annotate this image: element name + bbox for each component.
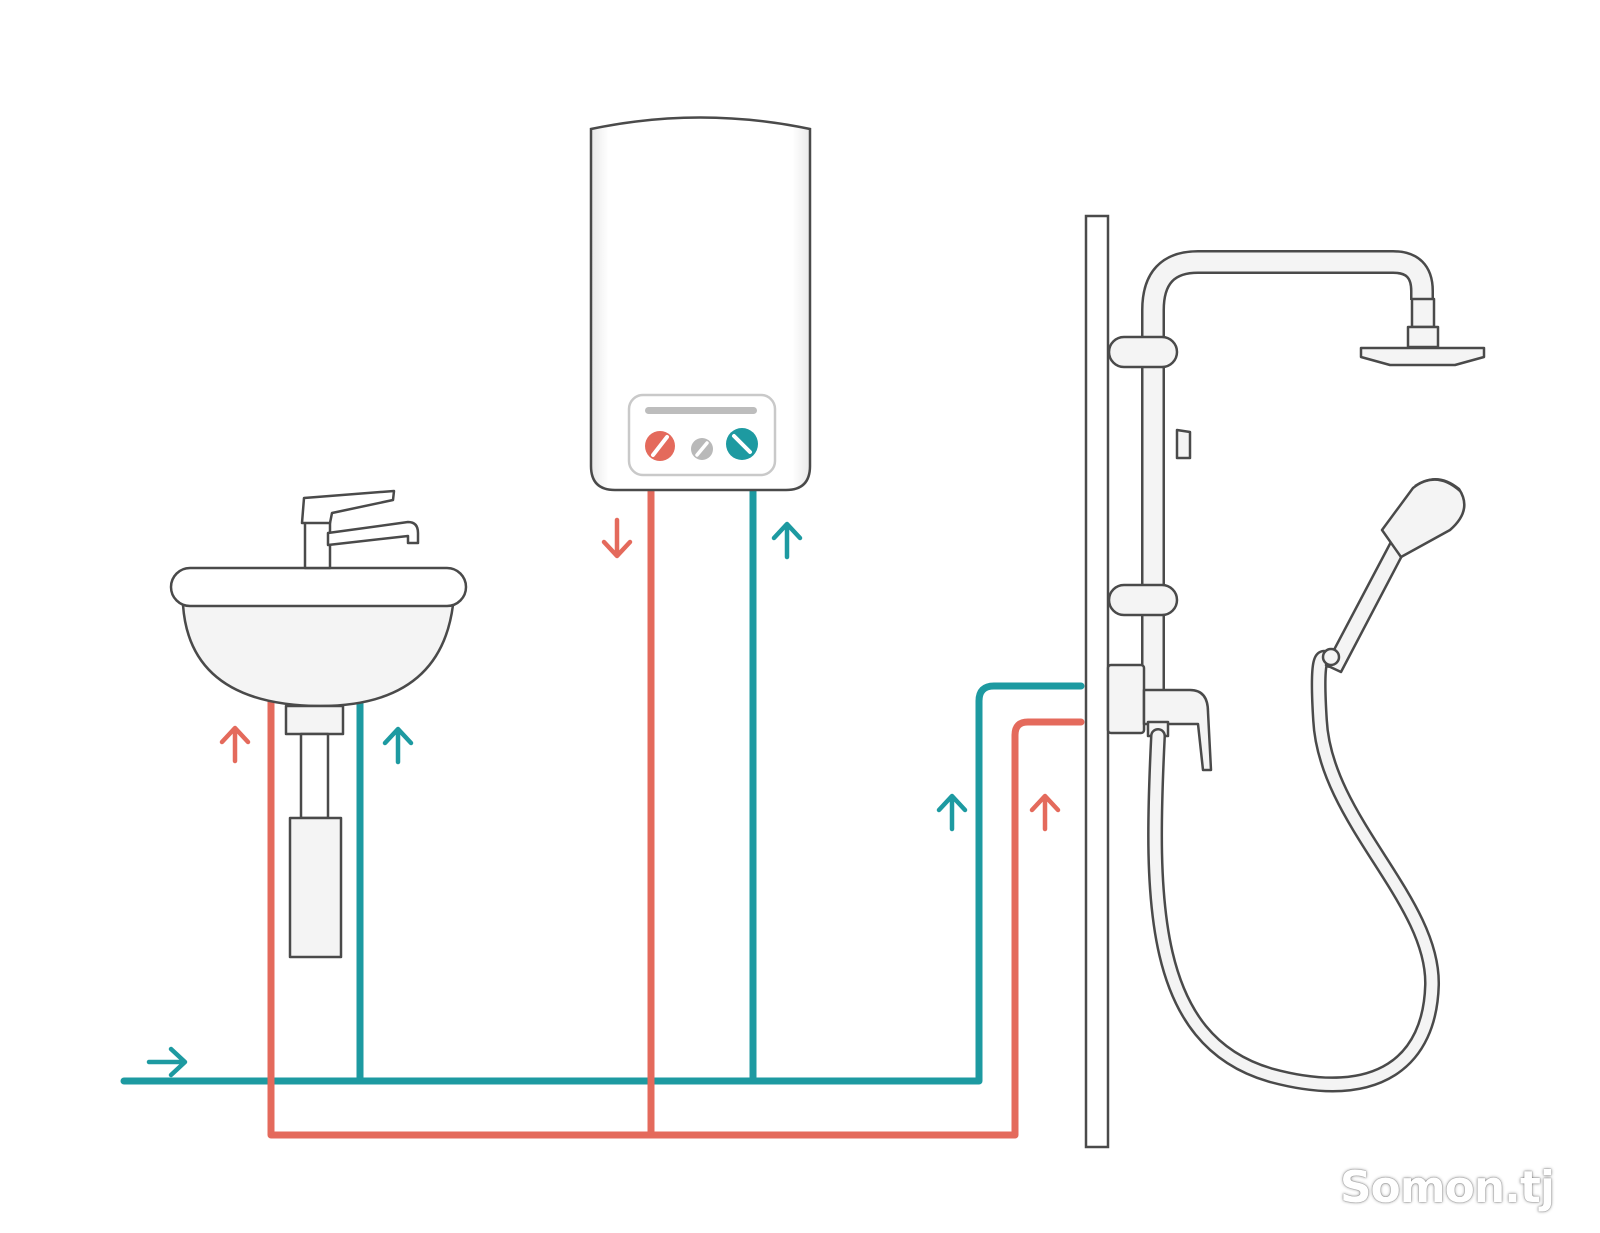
arrow-icon	[382, 726, 414, 765]
cold-water-pipes	[120, 486, 1085, 1085]
shower-icon	[1106, 250, 1486, 1093]
shower-head	[1359, 346, 1486, 367]
wall-panel	[1084, 214, 1110, 1149]
arrow-icon	[1029, 793, 1061, 832]
wall-bracket-upper	[1107, 335, 1179, 369]
watermark: Somon.tj	[1339, 1162, 1555, 1213]
cold-main-pipe	[120, 682, 1085, 1085]
water-heater-icon	[589, 116, 812, 492]
hot-water-pipes	[267, 486, 1085, 1139]
sink-drain-pipe	[299, 732, 330, 820]
hot-knob[interactable]	[645, 431, 675, 461]
arrow-icon	[936, 793, 968, 832]
shower-mixer-body	[1106, 663, 1146, 735]
sink-drain-collar	[284, 704, 345, 736]
sink-siphon	[288, 816, 343, 959]
water-heater-display-bar	[645, 407, 757, 414]
cold-knob[interactable]	[726, 428, 758, 460]
shower-riser-pipe	[1141, 250, 1434, 730]
arrow-icon	[219, 725, 251, 764]
hand-shower-icon[interactable]	[1321, 478, 1466, 674]
shower-mixer-lever[interactable]	[1142, 688, 1213, 772]
faucet-icon	[300, 489, 420, 570]
mode-knob[interactable]	[691, 438, 713, 460]
sink-basin	[181, 603, 455, 708]
flow-arrows	[146, 517, 1061, 1078]
shower-head-neck	[1406, 325, 1440, 349]
wall-bracket-lower	[1107, 583, 1179, 617]
hot-main-pipe	[267, 698, 1085, 1139]
arrow-icon	[146, 1046, 188, 1078]
arrow-icon	[771, 521, 803, 560]
hose-hook	[1175, 428, 1192, 460]
sink-icon	[169, 489, 468, 959]
shower-arm-fitting	[1410, 297, 1436, 329]
arrow-icon	[601, 517, 633, 559]
sink-rim	[169, 566, 468, 608]
